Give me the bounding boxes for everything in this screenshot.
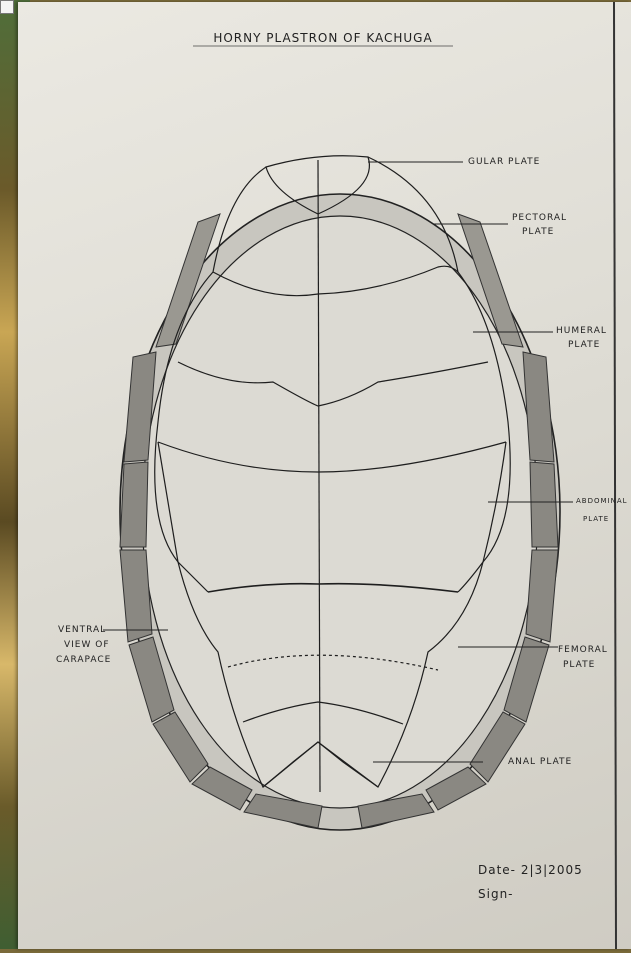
margin-line	[614, 2, 616, 949]
label-humeral-1: HUMERAL	[556, 326, 607, 336]
label-ventral-2: VIEW OF	[64, 640, 110, 650]
label-anal: ANAL PLATE	[508, 757, 572, 767]
label-femoral-1: FEMORAL	[558, 645, 608, 655]
label-pectoral-2: PLATE	[522, 227, 554, 237]
label-ventral-3: CARAPACE	[56, 655, 111, 665]
label-humeral-2: PLATE	[568, 340, 600, 350]
signature-text: Sign-	[478, 887, 514, 901]
paper-sheet: HORNY PLASTRON OF KACHUGA	[18, 2, 631, 949]
label-pectoral-1: PECTORAL	[512, 213, 567, 223]
date-text: Date- 2|3|2005	[478, 863, 583, 877]
label-abdominal-2: PLATE	[583, 515, 609, 523]
label-ventral-1: VENTRAL	[58, 625, 106, 635]
carapace-inner	[142, 216, 538, 808]
label-abdominal-1: ABDOMINAL	[576, 497, 628, 505]
plastron-drawing: HORNY PLASTRON OF KACHUGA	[18, 2, 631, 949]
drawing-title: HORNY PLASTRON OF KACHUGA	[213, 31, 432, 45]
corner-marker	[0, 0, 14, 14]
label-femoral-2: PLATE	[563, 660, 595, 670]
label-gular: GULAR PLATE	[468, 157, 540, 167]
